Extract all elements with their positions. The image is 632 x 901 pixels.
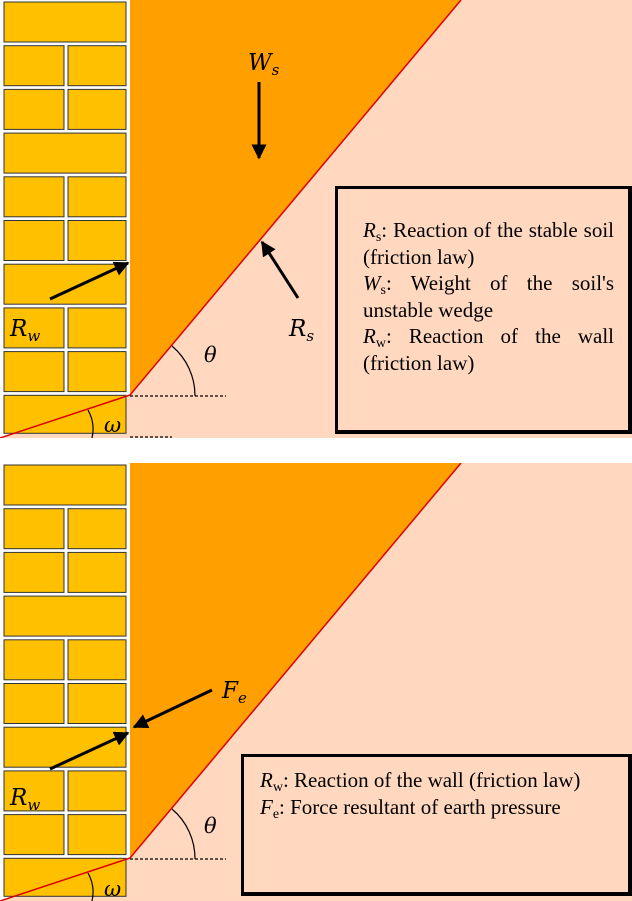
brick [67, 307, 127, 349]
brick [3, 351, 65, 393]
omega-arc [87, 872, 94, 901]
top-legend-box: Rs: Reaction of the stable soil (frictio… [335, 186, 632, 434]
theta-arc [171, 345, 196, 397]
legend-item-fe: Fe: Force resultant of earth pressure [260, 794, 561, 822]
theta-arc [171, 808, 196, 860]
legend-item-rw: Rw: Reaction of the wall (friction law) [260, 768, 581, 795]
brick [67, 88, 127, 130]
brick [67, 351, 127, 393]
brick [67, 683, 127, 724]
brick [3, 307, 65, 349]
rw-label: Rw [9, 316, 40, 345]
ws-label: Ws [248, 50, 280, 79]
brick [67, 551, 127, 593]
brick-wall [3, 1, 127, 434]
bottom-panel: Fe θ ω Rw Rw: Reaction of the wall (fric… [0, 463, 632, 901]
brick [3, 595, 127, 637]
wall-base-line [0, 857, 131, 901]
brick [3, 814, 65, 856]
wall-base-line [0, 394, 131, 438]
theta-label: θ [204, 343, 217, 367]
theta-label: θ [204, 814, 217, 838]
fe-arrow [132, 688, 213, 729]
brick [3, 394, 127, 434]
brick [67, 639, 127, 681]
legend-item-rs: Rs: Reaction of the stable soil (frictio… [363, 218, 614, 269]
fe-label: Fe [221, 678, 247, 707]
rw-arrow [49, 261, 130, 301]
top-panel: Ws Rs θ ω Rw Rs: Reaction of the stable … [0, 0, 632, 438]
brick [3, 508, 65, 550]
slip-line [129, 0, 462, 396]
brick [67, 220, 127, 261]
brick [3, 683, 65, 724]
brick [3, 176, 65, 218]
brick [3, 857, 127, 897]
slip-line [129, 463, 462, 859]
omega-arc [87, 409, 94, 438]
brick [3, 464, 127, 506]
brick [3, 45, 65, 87]
rs-label: Rs [288, 316, 314, 345]
brick [3, 220, 65, 261]
brick [67, 45, 127, 87]
bottom-legend-box: Rw: Reaction of the wall (friction law) … [241, 754, 632, 896]
rs-arrow [260, 240, 300, 299]
brick [3, 770, 65, 812]
brick [3, 132, 127, 174]
brick [3, 1, 127, 43]
brick [3, 639, 65, 681]
rw-label: Rw [9, 785, 40, 814]
omega-label: ω [104, 877, 121, 901]
legend-item-ws: Ws: Weight of the soil's unstable wedge [363, 271, 614, 322]
brick [67, 770, 127, 812]
brick [3, 88, 65, 130]
brick [3, 263, 127, 305]
brick-wall [3, 464, 127, 897]
brick [67, 814, 127, 856]
brick [67, 176, 127, 218]
omega-label: ω [104, 413, 121, 437]
brick [3, 551, 65, 593]
rw-arrow [49, 731, 130, 771]
brick [67, 508, 127, 550]
legend-item-rw: Rw: Reaction of the wall (friction law) [363, 324, 614, 375]
